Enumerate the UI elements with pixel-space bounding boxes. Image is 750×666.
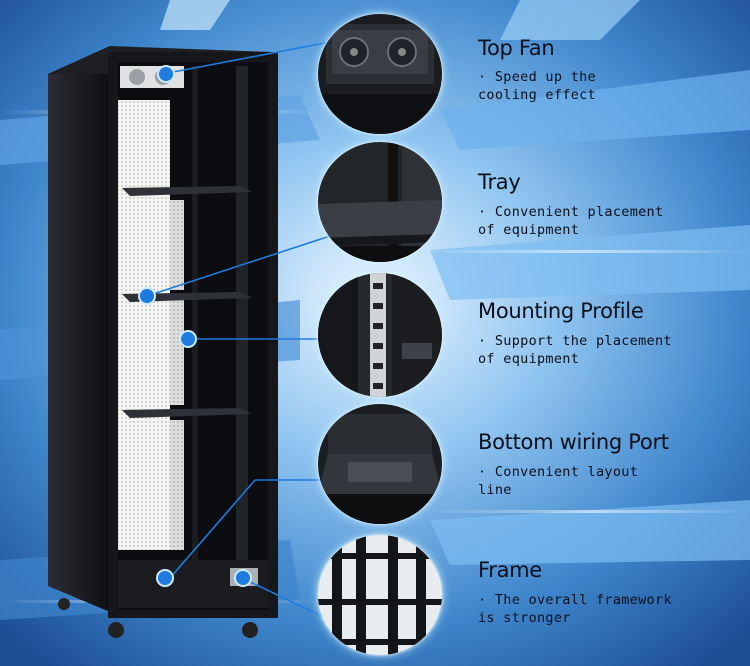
side-panel <box>48 46 110 612</box>
connector-lines <box>146 41 331 621</box>
feature-title: Tray <box>478 170 521 194</box>
feature-desc: · The overall framework is stronger <box>478 592 672 626</box>
feature-tray: Tray · Convenient placement of equipment <box>478 169 748 239</box>
feature-top-fan: Top Fan · Speed up the cooling effect <box>478 35 748 104</box>
frame-closeup <box>318 535 442 655</box>
feature-desc: · Speed up the cooling effect <box>478 69 596 103</box>
tray-bottom <box>122 408 252 418</box>
feature-frame: Frame · The overall framework is stronge… <box>478 557 748 627</box>
feature-desc: · Support the placement of equipment <box>478 333 672 367</box>
feature-desc: · Convenient layout line <box>478 464 639 498</box>
feature-desc: · Convenient placement of equipment <box>478 204 664 238</box>
feature-title: Bottom wiring Port <box>478 430 669 454</box>
mounting-rail <box>236 66 248 606</box>
highlight-dots <box>138 65 252 587</box>
feature-title: Frame <box>478 558 542 582</box>
feature-mounting-profile: Mounting Profile · Support the placement… <box>478 298 748 368</box>
feature-title: Top Fan <box>478 36 555 60</box>
feature-bottom-wiring-port: Bottom wiring Port · Convenient layout l… <box>478 429 748 499</box>
tray-top <box>122 186 252 196</box>
tray-closeup <box>318 142 442 262</box>
bottom-wiring-port-closeup <box>318 404 442 524</box>
mounting-profile-closeup <box>318 273 442 397</box>
top-fan-closeup <box>318 14 442 134</box>
feature-title: Mounting Profile <box>478 299 644 323</box>
